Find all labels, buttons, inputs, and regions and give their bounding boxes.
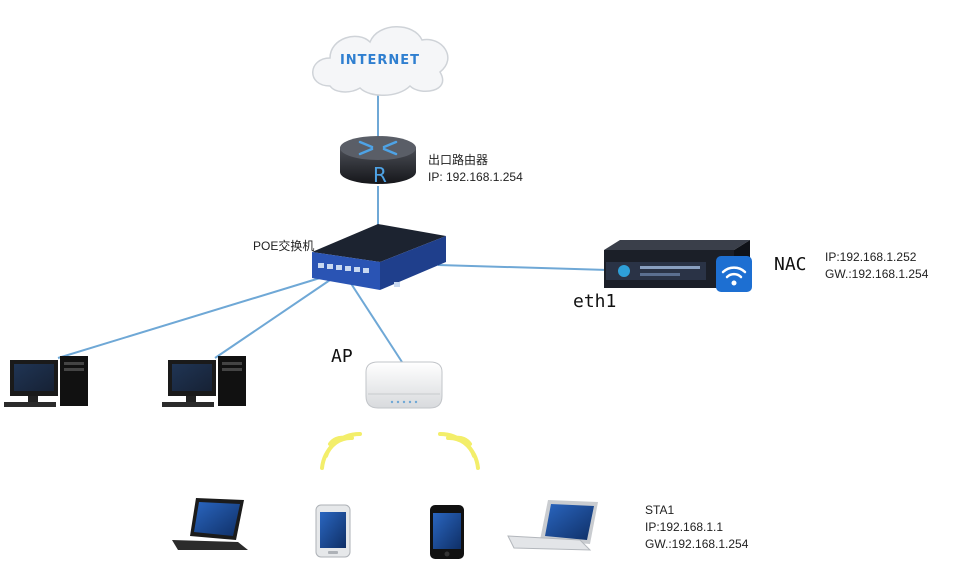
router-ip: IP: 192.168.1.254: [428, 170, 523, 184]
nac-name: NAC: [774, 254, 807, 275]
sta1-gw: GW.:192.168.1.254: [645, 537, 749, 551]
router-name: 出口路由器: [428, 153, 489, 167]
nac-port-label: eth1: [573, 291, 617, 312]
smartphone-1-icon: [315, 504, 351, 558]
cloud-label: INTERNET: [340, 53, 420, 68]
link-switch-pc1: [57, 277, 321, 359]
laptop-2-icon: [507, 500, 598, 551]
nac-gw: GW.:192.168.1.254: [825, 267, 929, 281]
wifi-signal-left-icon: [320, 431, 362, 470]
router-symbol: R: [373, 163, 387, 187]
nac-ip: IP:192.168.1.252: [825, 250, 917, 264]
desktop-pc-2-icon: [162, 356, 246, 407]
internet-cloud-icon: [312, 26, 449, 96]
access-point-icon: [365, 361, 443, 409]
smartphone-2-icon: [430, 505, 464, 559]
wifi-signal-right-icon: [438, 431, 480, 470]
sta1-ip: IP:192.168.1.1: [645, 520, 724, 534]
poe-switch-icon: [312, 224, 446, 290]
wifi-badge-icon: [716, 256, 752, 292]
link-switch-ap: [349, 281, 403, 363]
sta1-name: STA1: [645, 503, 675, 517]
switch-name: POE交换机: [253, 239, 315, 253]
ap-name: AP: [331, 346, 353, 367]
link-switch-nac: [437, 264, 609, 271]
router-icon: [340, 136, 416, 184]
desktop-pc-1-icon: [4, 356, 88, 407]
links: [57, 92, 609, 363]
link-switch-pc2: [214, 279, 331, 359]
laptop-1-icon: [172, 498, 248, 550]
